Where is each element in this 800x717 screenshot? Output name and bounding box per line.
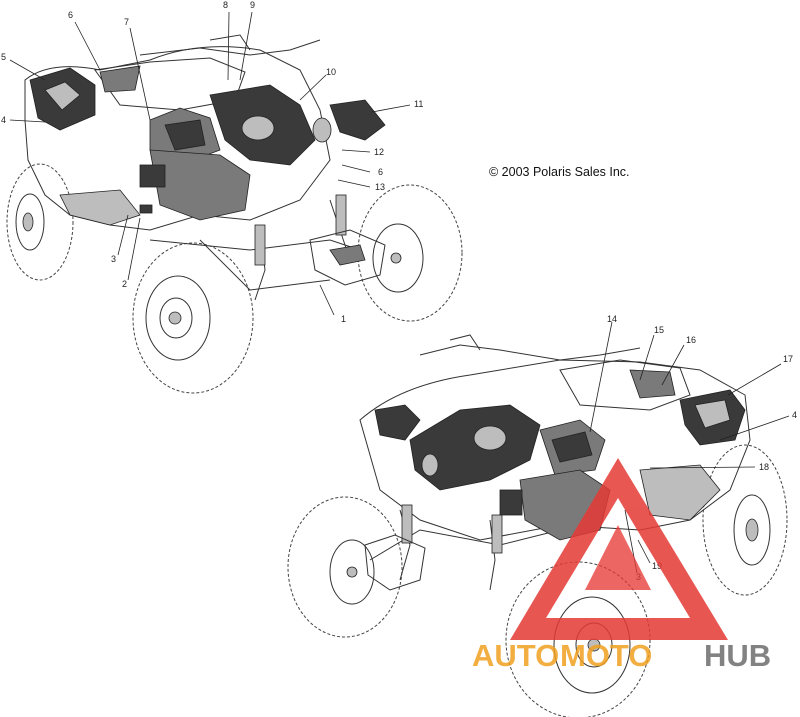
copyright-text: © 2003 Polaris Sales Inc. (489, 165, 630, 179)
front-left-wheel-top (132, 242, 254, 394)
watermark-text-hub: HUB (704, 638, 771, 673)
watermark-logo: AUTO MOTO HUB (472, 458, 771, 673)
callout-3: 3 (111, 254, 116, 264)
callout-8: 8 (223, 0, 228, 10)
callout-13: 13 (375, 182, 385, 192)
callout-19: 19 (652, 561, 662, 571)
atv-illustration-top (6, 34, 463, 394)
callout-15: 15 (654, 325, 664, 335)
front-right-wheel-top (357, 184, 463, 322)
callout-4: 4 (1, 115, 6, 125)
callout-18: 18 (759, 462, 769, 472)
callout-9: 9 (250, 0, 255, 10)
callout-7: 7 (124, 17, 129, 27)
callout-6: 6 (68, 10, 73, 20)
front-left-wheel-bottom (287, 496, 403, 638)
callout-10: 10 (326, 67, 336, 77)
watermark-triangle-icon (510, 458, 728, 640)
callout-16: 16 (686, 335, 696, 345)
callout-12: 12 (374, 147, 384, 157)
callout-11: 11 (414, 99, 423, 109)
callout-labels: 1 2 3 4 5 6 7 8 9 10 11 12 6 13 14 15 16… (1, 0, 797, 582)
callout-14: 14 (607, 314, 617, 324)
callout-6b: 6 (378, 167, 383, 177)
callout-17: 17 (783, 354, 793, 364)
callout-1: 1 (341, 314, 346, 324)
watermark-text-moto: MOTO (560, 638, 652, 673)
callout-5: 5 (1, 52, 6, 62)
rear-wheel-top (6, 163, 74, 281)
callout-4b: 4 (792, 410, 797, 420)
rear-wheel-bottom (702, 444, 788, 596)
callout-2: 2 (122, 279, 127, 289)
watermark-text-auto: AUTO (472, 638, 559, 673)
